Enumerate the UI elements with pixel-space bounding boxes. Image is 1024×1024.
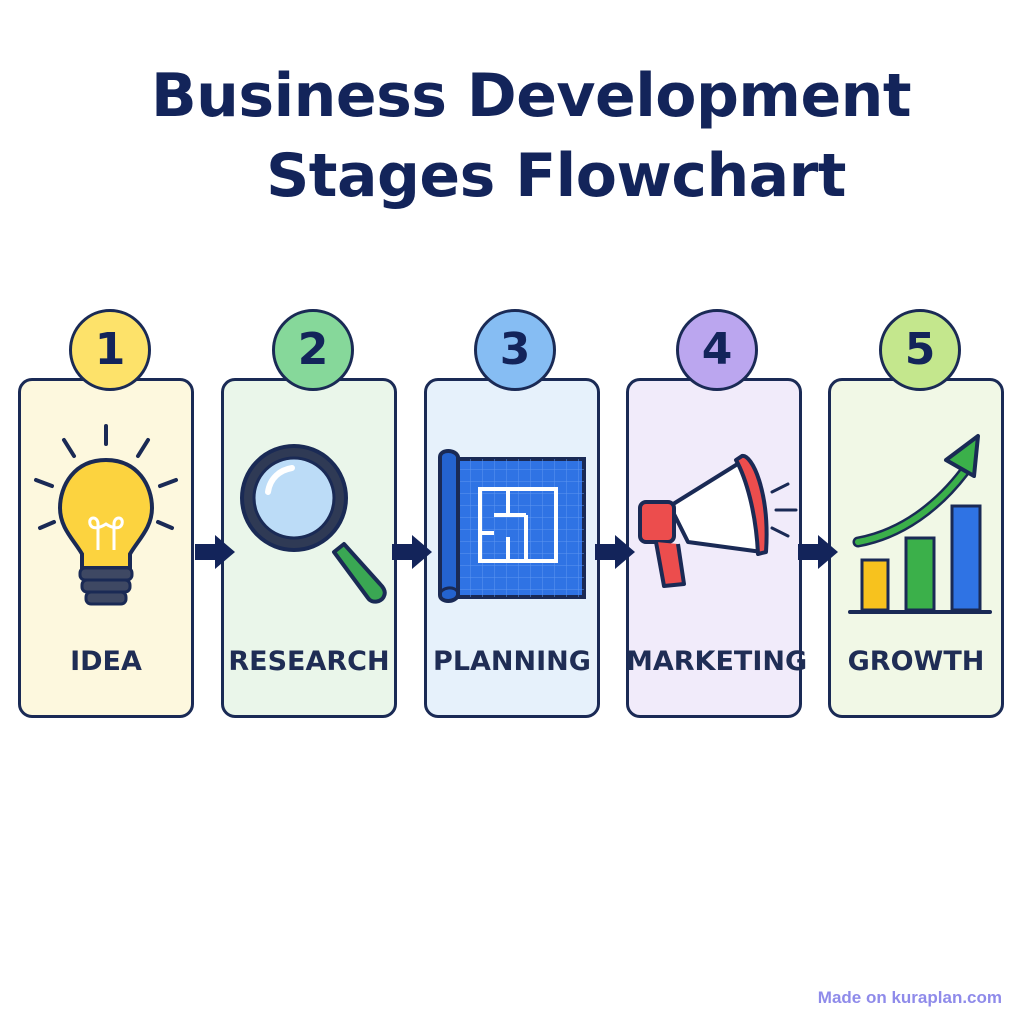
stage-label: MARKETING bbox=[626, 646, 808, 677]
magnifier-icon bbox=[240, 444, 387, 604]
stage-number-badge: 3 bbox=[474, 309, 556, 391]
stage-number-badge: 4 bbox=[676, 309, 758, 391]
footer-credit: Made on kuraplan.com bbox=[817, 988, 1002, 1007]
arrow-right-icon bbox=[392, 535, 432, 569]
stage-label: RESEARCH bbox=[228, 646, 390, 677]
arrow-right-icon bbox=[595, 535, 635, 569]
stage-number-badge: 1 bbox=[69, 309, 151, 391]
lightbulb-icon bbox=[34, 424, 178, 606]
arrow-right-icon bbox=[195, 535, 235, 569]
stage-label: IDEA bbox=[70, 646, 142, 677]
growth-chart-icon bbox=[848, 434, 992, 614]
page-title: Business Development Stages Flowchart bbox=[0, 56, 1024, 216]
stage-label: GROWTH bbox=[847, 646, 985, 677]
stage-number-badge: 2 bbox=[272, 309, 354, 391]
megaphone-icon bbox=[638, 454, 798, 588]
title-line-2: Stages Flowchart bbox=[266, 141, 846, 211]
title-line-1: Business Development bbox=[150, 61, 912, 131]
arrow-right-icon bbox=[798, 535, 838, 569]
stage-number-badge: 5 bbox=[879, 309, 961, 391]
stage-label: PLANNING bbox=[433, 646, 591, 677]
blueprint-icon bbox=[438, 449, 586, 603]
